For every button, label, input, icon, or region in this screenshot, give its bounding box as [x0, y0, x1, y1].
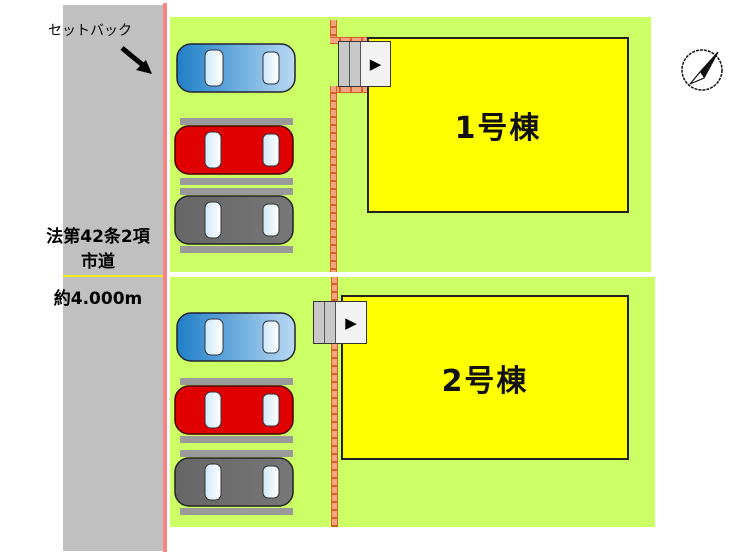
parking-space — [180, 436, 293, 443]
entrance-building-2: ▶ — [313, 301, 367, 344]
road-area — [63, 5, 163, 551]
entrance-step — [325, 302, 336, 343]
road-width-label: 約4.000m — [53, 289, 143, 309]
entrance-step — [314, 302, 325, 343]
fence-lot1-bottom — [330, 86, 337, 272]
parking-space — [180, 450, 293, 457]
entrance-arrow-icon: ▶ — [369, 55, 382, 73]
car-blue-lot2 — [176, 312, 296, 362]
entrance-building-1: ▶ — [338, 41, 391, 87]
setback-line — [163, 3, 167, 552]
car-red-lot1 — [174, 125, 294, 175]
building-1-label: 1号棟 — [454, 111, 542, 146]
car-blue-lot1 — [176, 43, 296, 93]
parking-space — [180, 118, 293, 125]
parking-space — [180, 178, 293, 185]
car-red-lot2 — [174, 385, 294, 435]
north-arrow-icon — [681, 49, 723, 91]
fence-lot2-bottom — [331, 343, 338, 527]
building-2-label: 2号棟 — [441, 363, 529, 399]
road-divider-line — [63, 275, 163, 277]
car-gray-lot1 — [174, 195, 294, 245]
entrance-arrow-icon: ▶ — [345, 313, 357, 332]
building-2: 2号棟 — [341, 295, 629, 460]
entrance-step — [339, 42, 350, 86]
car-gray-lot2 — [174, 457, 294, 507]
setback-arrow-icon — [120, 46, 152, 74]
fence-lot2-top — [331, 277, 338, 302]
parking-space — [180, 508, 293, 515]
road-type-label: 法第42条2項 — [46, 227, 150, 247]
parking-space — [180, 188, 293, 195]
entrance-step — [350, 42, 361, 86]
parking-space — [180, 378, 293, 385]
setback-label: セットバック — [48, 23, 132, 39]
road-name-label: 市道 — [81, 252, 115, 272]
building-1: 1号棟 — [367, 37, 629, 213]
parking-space — [180, 246, 293, 253]
fence-lot1-top — [330, 20, 337, 42]
